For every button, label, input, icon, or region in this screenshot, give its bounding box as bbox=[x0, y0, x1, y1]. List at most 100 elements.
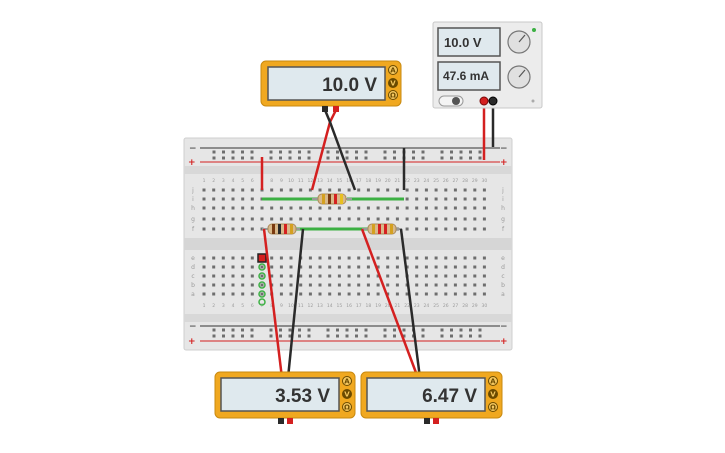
psu-positive-terminal[interactable] bbox=[479, 96, 489, 106]
multimeter-br-mode-ohm-button[interactable] bbox=[488, 402, 498, 412]
hole-g10[interactable] bbox=[289, 217, 293, 221]
hole-j11[interactable] bbox=[299, 188, 303, 192]
rail-hole-top-minus[interactable] bbox=[383, 150, 387, 154]
hole-j22[interactable] bbox=[405, 188, 409, 192]
hole-f22[interactable] bbox=[405, 227, 409, 231]
hole-d17[interactable] bbox=[357, 265, 361, 269]
hole-j19[interactable] bbox=[376, 188, 380, 192]
hole-e4[interactable] bbox=[231, 256, 235, 260]
hole-a4[interactable] bbox=[231, 292, 235, 296]
hole-g2[interactable] bbox=[212, 217, 216, 221]
hole-i26[interactable] bbox=[444, 197, 448, 201]
hole-c12[interactable] bbox=[308, 274, 312, 278]
hole-i5[interactable] bbox=[241, 197, 245, 201]
rail-hole-bottom-plus[interactable] bbox=[241, 334, 244, 338]
hole-e5[interactable] bbox=[241, 256, 245, 260]
hole-e9[interactable] bbox=[279, 256, 283, 260]
rail-hole-bottom-plus[interactable] bbox=[298, 334, 301, 338]
rail-hole-top-minus[interactable] bbox=[288, 150, 292, 154]
rail-hole-bottom-plus[interactable] bbox=[212, 334, 216, 338]
hole-g14[interactable] bbox=[328, 217, 332, 221]
rail-hole-bottom-minus[interactable] bbox=[440, 328, 444, 332]
hole-h26[interactable] bbox=[444, 206, 448, 210]
hole-d13[interactable] bbox=[318, 265, 322, 269]
hole-d11[interactable] bbox=[299, 265, 303, 269]
hole-j2[interactable] bbox=[212, 188, 216, 192]
hole-f23[interactable] bbox=[415, 227, 419, 231]
hole-h2[interactable] bbox=[212, 206, 216, 210]
hole-i24[interactable] bbox=[424, 197, 428, 201]
hole-c7[interactable] bbox=[260, 274, 264, 278]
rail-hole-bottom-minus[interactable] bbox=[393, 328, 396, 332]
hole-b28[interactable] bbox=[463, 283, 467, 287]
hole-f29[interactable] bbox=[473, 227, 477, 231]
hole-h23[interactable] bbox=[415, 206, 419, 210]
hole-a16[interactable] bbox=[347, 292, 351, 296]
hole-e13[interactable] bbox=[318, 256, 322, 260]
rail-hole-top-minus[interactable] bbox=[279, 150, 282, 154]
rail-hole-top-minus[interactable] bbox=[421, 150, 425, 154]
rail-hole-top-minus[interactable] bbox=[355, 150, 358, 154]
hole-c10[interactable] bbox=[289, 274, 293, 278]
hole-f24[interactable] bbox=[424, 227, 428, 231]
hole-f1[interactable] bbox=[202, 227, 206, 231]
hole-e17[interactable] bbox=[357, 256, 361, 260]
hole-b29[interactable] bbox=[473, 283, 477, 287]
rail-hole-top-plus[interactable] bbox=[212, 156, 216, 160]
hole-e8[interactable] bbox=[270, 256, 274, 260]
hole-c2[interactable] bbox=[212, 274, 216, 278]
hole-b13[interactable] bbox=[318, 283, 322, 287]
hole-i23[interactable] bbox=[415, 197, 419, 201]
hole-g8[interactable] bbox=[270, 217, 274, 221]
hole-c13[interactable] bbox=[318, 274, 322, 278]
hole-f28[interactable] bbox=[463, 227, 467, 231]
hole-h20[interactable] bbox=[386, 206, 390, 210]
rail-hole-top-minus[interactable] bbox=[250, 150, 254, 154]
hole-i27[interactable] bbox=[453, 197, 457, 201]
hole-g7[interactable] bbox=[260, 217, 264, 221]
rail-hole-top-minus[interactable] bbox=[345, 150, 349, 154]
hole-b6[interactable] bbox=[250, 283, 254, 287]
hole-c30[interactable] bbox=[482, 274, 486, 278]
rail-hole-top-plus[interactable] bbox=[383, 156, 387, 160]
hole-e14[interactable] bbox=[328, 256, 332, 260]
rail-hole-top-minus[interactable] bbox=[440, 150, 444, 154]
rail-hole-top-minus[interactable] bbox=[450, 150, 453, 154]
hole-b24[interactable] bbox=[424, 283, 428, 287]
rail-hole-top-minus[interactable] bbox=[222, 150, 225, 154]
multimeter-bl-com-jack[interactable] bbox=[278, 418, 284, 424]
rail-hole-bottom-minus[interactable] bbox=[478, 328, 482, 332]
hole-e12[interactable] bbox=[308, 256, 312, 260]
hole-i2[interactable] bbox=[212, 197, 216, 201]
hole-d23[interactable] bbox=[415, 265, 419, 269]
hole-g5[interactable] bbox=[241, 217, 245, 221]
rail-hole-top-plus[interactable] bbox=[393, 156, 396, 160]
power-supply[interactable]: 10.0 V 47.6 mA bbox=[432, 21, 543, 109]
hole-j16[interactable] bbox=[347, 188, 351, 192]
hole-g4[interactable] bbox=[231, 217, 235, 221]
rail-hole-top-plus[interactable] bbox=[326, 156, 330, 160]
hole-c26[interactable] bbox=[444, 274, 448, 278]
hole-b11[interactable] bbox=[299, 283, 303, 287]
top-meter-black-probe-wire[interactable] bbox=[323, 109, 357, 191]
hole-b1[interactable] bbox=[202, 283, 206, 287]
hole-e15[interactable] bbox=[337, 256, 341, 260]
hole-d15[interactable] bbox=[337, 265, 341, 269]
hole-j17[interactable] bbox=[357, 188, 361, 192]
rail-hole-top-plus[interactable] bbox=[231, 156, 235, 160]
hole-h13[interactable] bbox=[318, 206, 322, 210]
hole-j3[interactable] bbox=[221, 188, 225, 192]
rail-hole-bottom-plus[interactable] bbox=[250, 334, 254, 338]
hole-f25[interactable] bbox=[434, 227, 438, 231]
hole-a1[interactable] bbox=[202, 292, 206, 296]
hole-a24[interactable] bbox=[424, 292, 428, 296]
hole-h22[interactable] bbox=[405, 206, 409, 210]
hole-h8[interactable] bbox=[270, 206, 274, 210]
hole-b17[interactable] bbox=[357, 283, 361, 287]
rail-hole-top-plus[interactable] bbox=[307, 156, 311, 160]
rail-hole-bottom-plus[interactable] bbox=[326, 334, 330, 338]
hole-j24[interactable] bbox=[424, 188, 428, 192]
hole-f26[interactable] bbox=[444, 227, 448, 231]
multimeter-br-mode-v-button[interactable] bbox=[488, 389, 498, 399]
